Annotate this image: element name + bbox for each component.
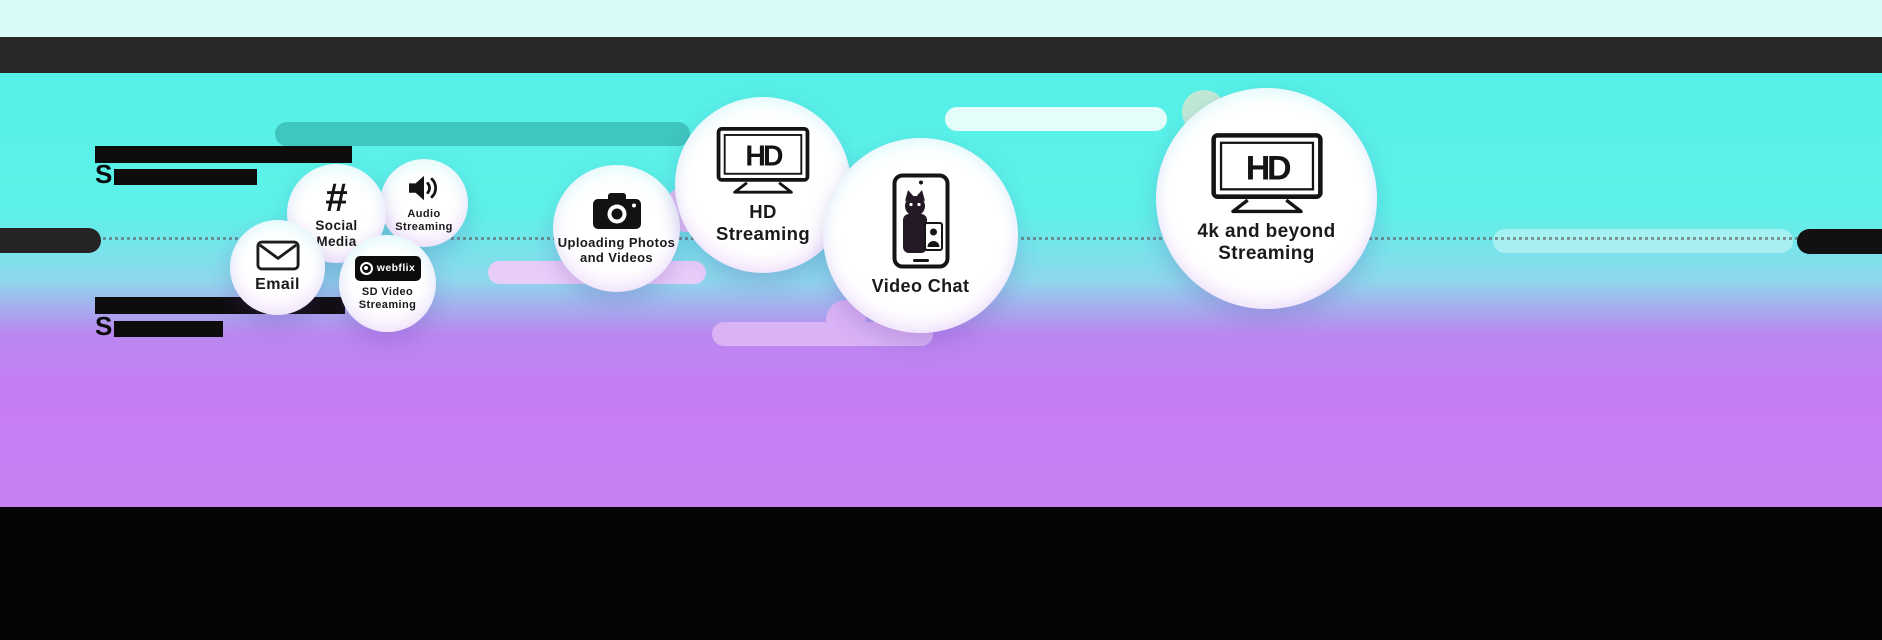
tv-screen-text: HD (745, 140, 783, 172)
speaker-icon (407, 173, 441, 203)
heading-letter: S (95, 159, 113, 189)
top-strip (0, 0, 1882, 37)
heading-letter: S (95, 311, 113, 341)
hashtag-icon: # (325, 175, 348, 220)
camera-icon (592, 192, 642, 230)
video-chat-phone-icon (892, 173, 950, 269)
bubble-label: Email (255, 276, 300, 294)
webflix-ring-icon (359, 261, 373, 275)
tv-screen-text: HD (1245, 149, 1290, 187)
bubble-label: Social Media (315, 217, 358, 249)
bubble-email: Email (230, 220, 325, 315)
white-pill-decoration (1493, 229, 1793, 253)
redacted-heading-block (114, 321, 223, 337)
footer-bar (0, 507, 1882, 640)
webflix-logo-text: webflix (376, 262, 416, 275)
redacted-heading-block (114, 169, 257, 185)
bubble-label: HD Streaming (715, 200, 811, 244)
bubble-label: Video Chat (871, 276, 970, 297)
bubble-video-chat: Video Chat (823, 138, 1018, 333)
bubble-label: SD Video Streaming (358, 285, 417, 311)
bubble-label: Audio Streaming (395, 207, 453, 233)
envelope-icon (255, 240, 300, 271)
bubble-hd-streaming: HD HD Streaming (675, 97, 851, 273)
bubble-4k-streaming: HD 4k and beyond Streaming (1156, 88, 1377, 309)
bubble-uploading-photos: Uploading Photos and Videos (553, 165, 680, 292)
dark-pill-right (1797, 229, 1882, 254)
dark-pill-left (0, 228, 101, 253)
teal-pill-decoration (275, 122, 690, 146)
hd-tv-icon: HD (715, 126, 811, 196)
header-bar (0, 37, 1882, 73)
hd-tv-icon: HD (1208, 132, 1326, 216)
bubble-audio-streaming: Audio Streaming (380, 159, 468, 247)
redacted-heading-block (95, 146, 352, 163)
white-pill-decoration (945, 107, 1167, 131)
bubble-label: Uploading Photos and Videos (557, 234, 676, 265)
bubble-sd-video-streaming: webflix SD Video Streaming (339, 235, 436, 332)
bubble-label: 4k and beyond Streaming (1197, 220, 1336, 264)
webflix-logo: webflix (354, 255, 421, 281)
